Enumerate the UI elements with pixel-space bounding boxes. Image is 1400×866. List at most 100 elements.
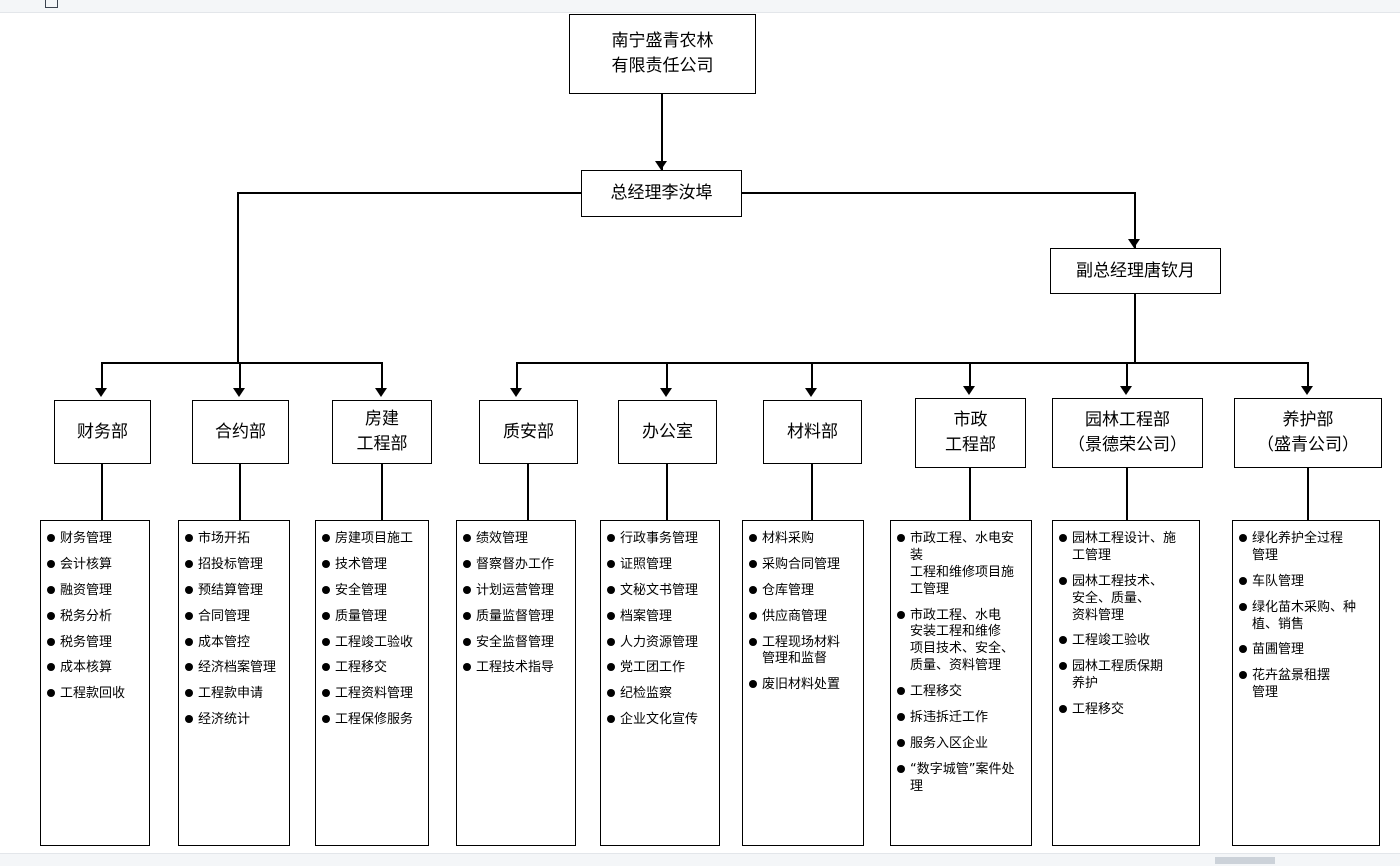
duty-item[interactable]: 工程款回收 xyxy=(47,686,143,703)
department-office-title-line-1: 办公室 xyxy=(642,421,693,442)
bullet-icon xyxy=(185,715,193,724)
duty-item[interactable]: 废旧材料处置 xyxy=(749,677,857,694)
duty-item[interactable]: 园林工程质保期养护 xyxy=(1059,659,1193,693)
duty-text-line: 绿化苗木采购、种 xyxy=(1252,599,1357,615)
duty-item[interactable]: 园林工程技术、安全、质量、资料管理 xyxy=(1059,574,1193,625)
duty-text-line: 废旧材料处置 xyxy=(762,677,841,693)
duty-item[interactable]: 税务管理 xyxy=(47,635,143,652)
duty-item[interactable]: 企业文化宣传 xyxy=(607,712,713,729)
bullet-icon xyxy=(185,585,193,594)
duty-text-line: 安装工程和维修 xyxy=(910,624,1002,640)
duty-item[interactable]: 房建项目施工 xyxy=(322,531,422,548)
duty-item[interactable]: 工程移交 xyxy=(1059,702,1193,719)
duty-item[interactable]: 技术管理 xyxy=(322,557,422,574)
bullet-icon xyxy=(47,611,55,620)
duty-item[interactable]: 采购合同管理 xyxy=(749,557,857,574)
duty-text-line: 工程竣工验收 xyxy=(335,634,414,650)
bullet-icon xyxy=(1239,671,1247,680)
duty-item[interactable]: 质量监督管理 xyxy=(463,609,569,626)
duty-text-line: 材料采购 xyxy=(762,531,815,546)
bullet-icon xyxy=(185,637,193,646)
duty-text-line: 融资管理 xyxy=(60,582,113,598)
duty-item[interactable]: 市政工程、水电安装工程和维修项目施工管理 xyxy=(897,531,1025,599)
duty-item[interactable]: 会计核算 xyxy=(47,557,143,574)
duty-item[interactable]: 工程保修服务 xyxy=(322,712,422,729)
duty-item[interactable]: 材料采购 xyxy=(749,531,857,548)
duty-item[interactable]: 融资管理 xyxy=(47,583,143,600)
duty-item[interactable]: “数字城管”案件处理 xyxy=(897,762,1025,796)
department-box-contract[interactable]: 合约部 xyxy=(192,400,289,464)
duty-item[interactable]: 档案管理 xyxy=(607,609,713,626)
duty-text-line: 成本核算 xyxy=(60,660,113,676)
duty-item[interactable]: 证照管理 xyxy=(607,557,713,574)
duty-item[interactable]: 纪检监察 xyxy=(607,686,713,703)
duty-item[interactable]: 园林工程设计、施工管理 xyxy=(1059,531,1193,565)
duty-text-line: 经济统计 xyxy=(198,712,251,728)
department-box-maintenance[interactable]: 养护部（盛青公司） xyxy=(1234,398,1382,468)
duty-item[interactable]: 绩效管理 xyxy=(463,531,569,548)
horizontal-scrollbar-thumb[interactable] xyxy=(1215,857,1275,864)
duty-item[interactable]: 财务管理 xyxy=(47,531,143,548)
bullet-icon xyxy=(1059,705,1067,714)
duty-text-line: 资料管理 xyxy=(1072,607,1125,623)
duty-item[interactable]: 工程款申请 xyxy=(185,686,283,703)
duty-text-line: “数字城管”案件处 xyxy=(910,761,1015,777)
duty-item[interactable]: 市场开拓 xyxy=(185,531,283,548)
duty-item[interactable]: 行政事务管理 xyxy=(607,531,713,548)
deputy-general-manager-box[interactable]: 副总经理唐钦月 xyxy=(1050,248,1221,294)
duty-item[interactable]: 文秘文书管理 xyxy=(607,583,713,600)
duty-item[interactable]: 成本核算 xyxy=(47,660,143,677)
duty-item[interactable]: 工程竣工验收 xyxy=(1059,633,1193,650)
stem-office xyxy=(666,462,668,520)
department-box-materials[interactable]: 材料部 xyxy=(763,400,862,464)
stem-maintenance xyxy=(1307,466,1309,520)
department-box-landscape-engineering[interactable]: 园林工程部（景德荣公司） xyxy=(1052,398,1203,468)
duty-item[interactable]: 苗圃管理 xyxy=(1239,642,1373,659)
duty-item[interactable]: 预结算管理 xyxy=(185,583,283,600)
duty-item[interactable]: 工程竣工验收 xyxy=(322,635,422,652)
bracket-icon xyxy=(45,0,58,8)
bullet-icon xyxy=(185,611,193,620)
bullet-icon xyxy=(1059,636,1067,645)
duty-item[interactable]: 花卉盆景租摆管理 xyxy=(1239,668,1373,702)
department-box-quality-safety[interactable]: 质安部 xyxy=(479,400,578,464)
duty-item[interactable]: 市政工程、水电安装工程和维修项目技术、安全、质量、资料管理 xyxy=(897,608,1025,676)
connector-bus-maintenance xyxy=(1307,362,1309,390)
duty-item[interactable]: 成本管控 xyxy=(185,635,283,652)
duty-item[interactable]: 工程技术指导 xyxy=(463,660,569,677)
duty-item[interactable]: 工程移交 xyxy=(897,684,1025,701)
duty-item[interactable]: 车队管理 xyxy=(1239,574,1373,591)
bullet-icon xyxy=(322,715,330,724)
duty-item[interactable]: 合同管理 xyxy=(185,609,283,626)
duty-item[interactable]: 工程移交 xyxy=(322,660,422,677)
duty-item[interactable]: 仓库管理 xyxy=(749,583,857,600)
duty-item[interactable]: 安全监督管理 xyxy=(463,635,569,652)
duty-item[interactable]: 拆违拆迁工作 xyxy=(897,710,1025,727)
department-box-building-engineering[interactable]: 房建工程部 xyxy=(332,400,432,464)
duty-item[interactable]: 工程资料管理 xyxy=(322,686,422,703)
duty-item[interactable]: 绿化苗木采购、种植、销售 xyxy=(1239,600,1373,634)
duty-text-line: 经济档案管理 xyxy=(198,660,277,676)
general-manager-box[interactable]: 总经理李汝埠 xyxy=(581,170,742,217)
duty-item[interactable]: 税务分析 xyxy=(47,609,143,626)
bullet-icon xyxy=(749,585,757,594)
duty-item[interactable]: 党工团工作 xyxy=(607,660,713,677)
duty-item[interactable]: 服务入区企业 xyxy=(897,736,1025,753)
duty-item[interactable]: 督察督办工作 xyxy=(463,557,569,574)
arrow-contract xyxy=(233,388,245,397)
duty-item[interactable]: 经济统计 xyxy=(185,712,283,729)
department-box-finance[interactable]: 财务部 xyxy=(54,400,151,464)
duty-item[interactable]: 计划运营管理 xyxy=(463,583,569,600)
duty-item[interactable]: 招投标管理 xyxy=(185,557,283,574)
department-box-office[interactable]: 办公室 xyxy=(618,400,717,464)
duty-item[interactable]: 工程现场材料管理和监督 xyxy=(749,635,857,669)
duty-item[interactable]: 安全管理 xyxy=(322,583,422,600)
duty-text-line: 园林工程技术、 xyxy=(1072,573,1164,589)
duty-item[interactable]: 供应商管理 xyxy=(749,609,857,626)
duty-item[interactable]: 经济档案管理 xyxy=(185,660,283,677)
duty-item[interactable]: 人力资源管理 xyxy=(607,635,713,652)
duty-item[interactable]: 质量管理 xyxy=(322,609,422,626)
company-box[interactable]: 南宁盛青农林有限责任公司 xyxy=(569,14,756,94)
duty-item[interactable]: 绿化养护全过程管理 xyxy=(1239,531,1373,565)
department-box-municipal-engineering[interactable]: 市政工程部 xyxy=(915,398,1026,468)
